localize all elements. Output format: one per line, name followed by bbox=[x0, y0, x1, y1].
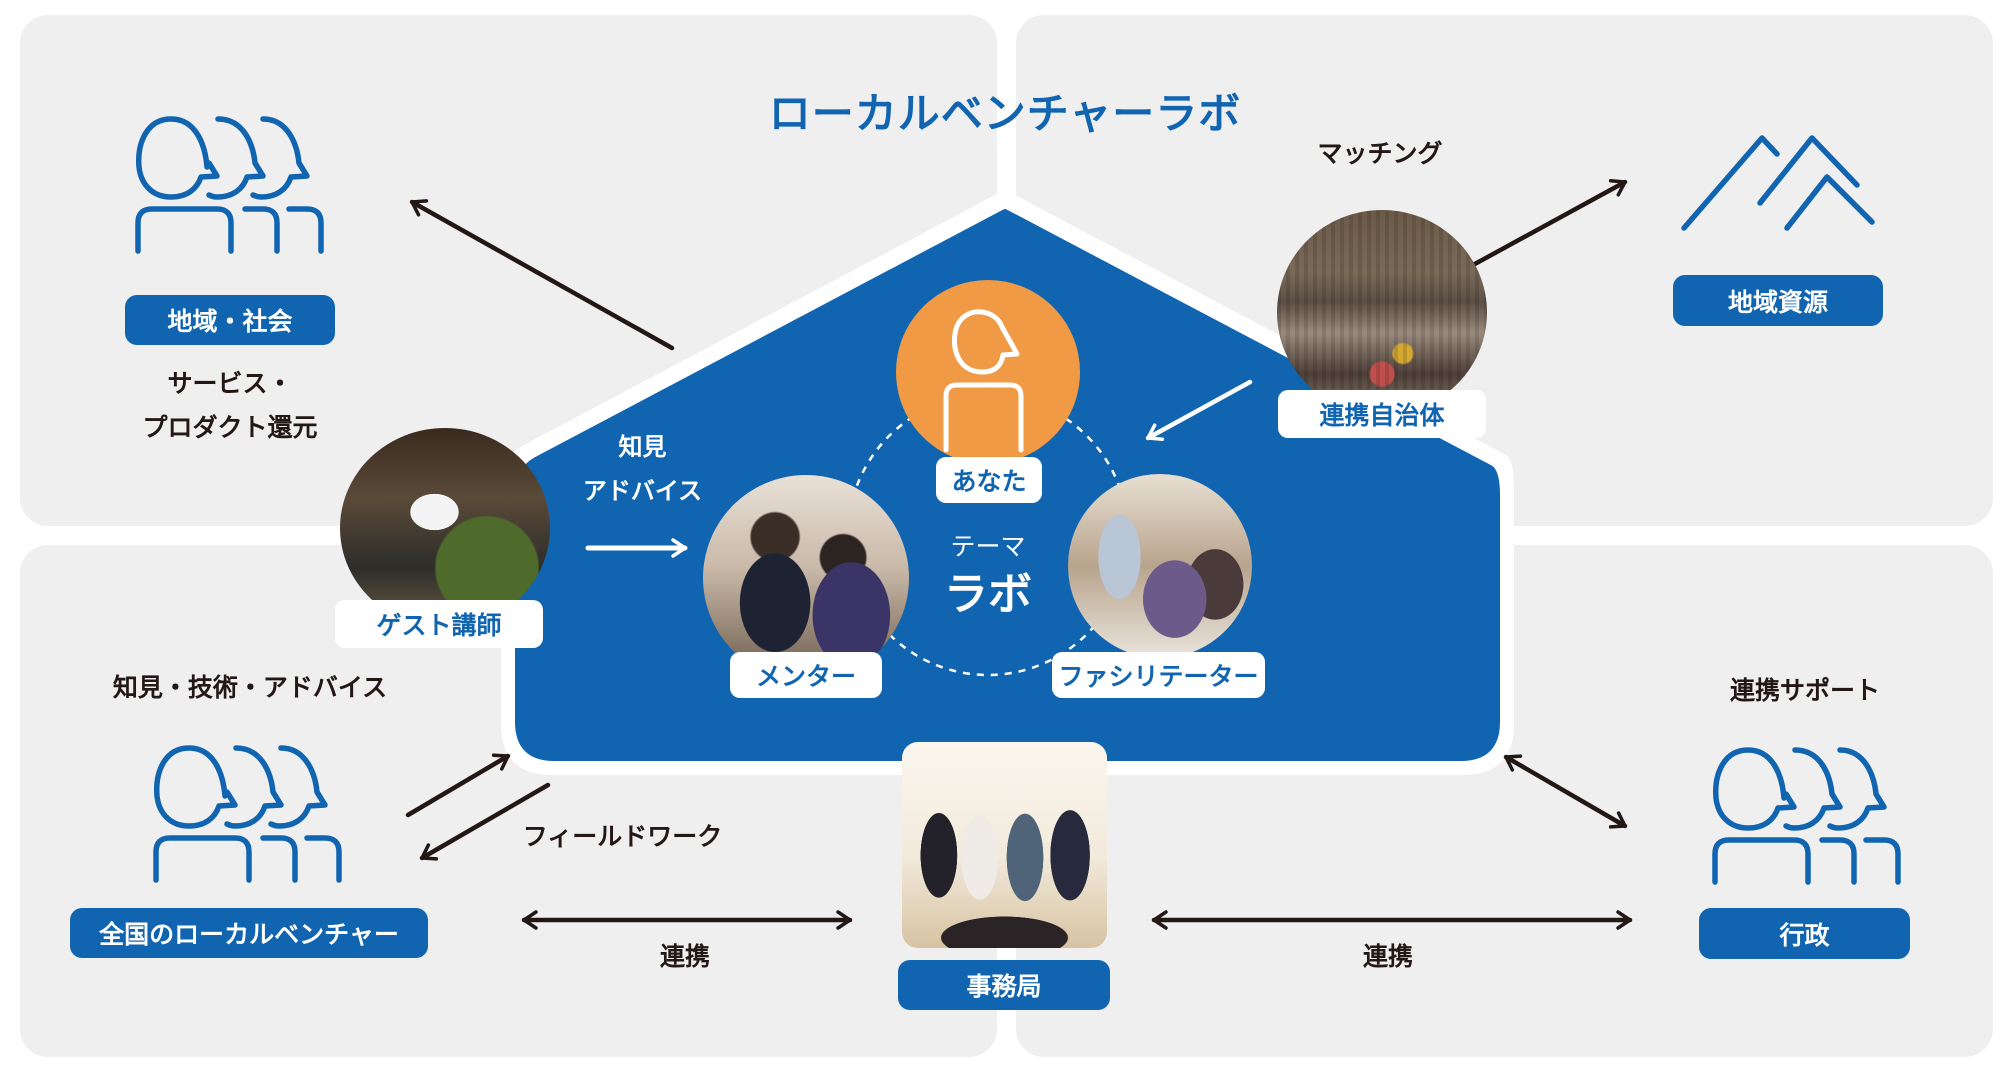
label-partner-municipality: 連携自治体 bbox=[1278, 390, 1486, 438]
guest-lecturer-photo bbox=[340, 428, 550, 628]
caption-cooperation-right: 連携 bbox=[1362, 942, 1413, 971]
fieldwork-arrow-up bbox=[405, 753, 511, 818]
secretariat-photo bbox=[902, 742, 1107, 948]
page-title: ローカルベンチャーラボ bbox=[768, 89, 1242, 138]
label-you: あなた bbox=[936, 457, 1042, 503]
advice-line: アドバイス bbox=[582, 477, 703, 505]
matching-arrow bbox=[1470, 178, 1628, 268]
lab-label: ラボ bbox=[944, 569, 1032, 620]
people-group-icon bbox=[1712, 747, 1901, 885]
label-facilitator: ファシリテーター bbox=[1052, 652, 1265, 698]
label-local-resources: 地域資源 bbox=[1673, 275, 1883, 326]
label-guest-lecturer: ゲスト講師 bbox=[335, 600, 543, 648]
municipality-to-you-arrow bbox=[1145, 379, 1253, 441]
label-national-local-ventures: 全国のローカルベンチャー bbox=[70, 908, 428, 958]
caption-cooperation-support: 連携サポート bbox=[1729, 676, 1880, 705]
label-government: 行政 bbox=[1699, 908, 1910, 959]
municipality-photo bbox=[1277, 210, 1487, 415]
caption-service-return: サービス・ プロダクト還元 bbox=[100, 362, 360, 450]
mountains-icon bbox=[1681, 135, 1875, 231]
facilitator-photo bbox=[1068, 474, 1252, 658]
return-to-society-arrow bbox=[409, 199, 675, 351]
label-region-society: 地域・社会 bbox=[125, 295, 335, 345]
advice-caption: 知見 アドバイス bbox=[570, 425, 715, 513]
government-support-arrow bbox=[1503, 754, 1628, 829]
person-icon bbox=[943, 309, 1024, 453]
caption-matching: マッチング bbox=[1317, 139, 1443, 168]
caption-line: サービス・ bbox=[167, 369, 293, 398]
people-group-icon bbox=[135, 116, 324, 254]
theme-label: テーマ bbox=[950, 532, 1026, 561]
label-mentor: メンター bbox=[730, 652, 882, 698]
advice-line: 知見 bbox=[618, 433, 667, 461]
mentor-photo bbox=[703, 475, 909, 681]
caption-cooperation-left: 連携 bbox=[659, 942, 710, 971]
label-secretariat: 事務局 bbox=[898, 960, 1110, 1010]
people-group-icon bbox=[153, 745, 342, 883]
caption-knowledge-tech-advice: 知見・技術・アドバイス bbox=[112, 673, 388, 702]
caption-line: プロダクト還元 bbox=[142, 413, 318, 442]
fieldwork-arrow-down bbox=[419, 782, 551, 861]
caption-fieldwork: フィールドワーク bbox=[522, 822, 723, 851]
